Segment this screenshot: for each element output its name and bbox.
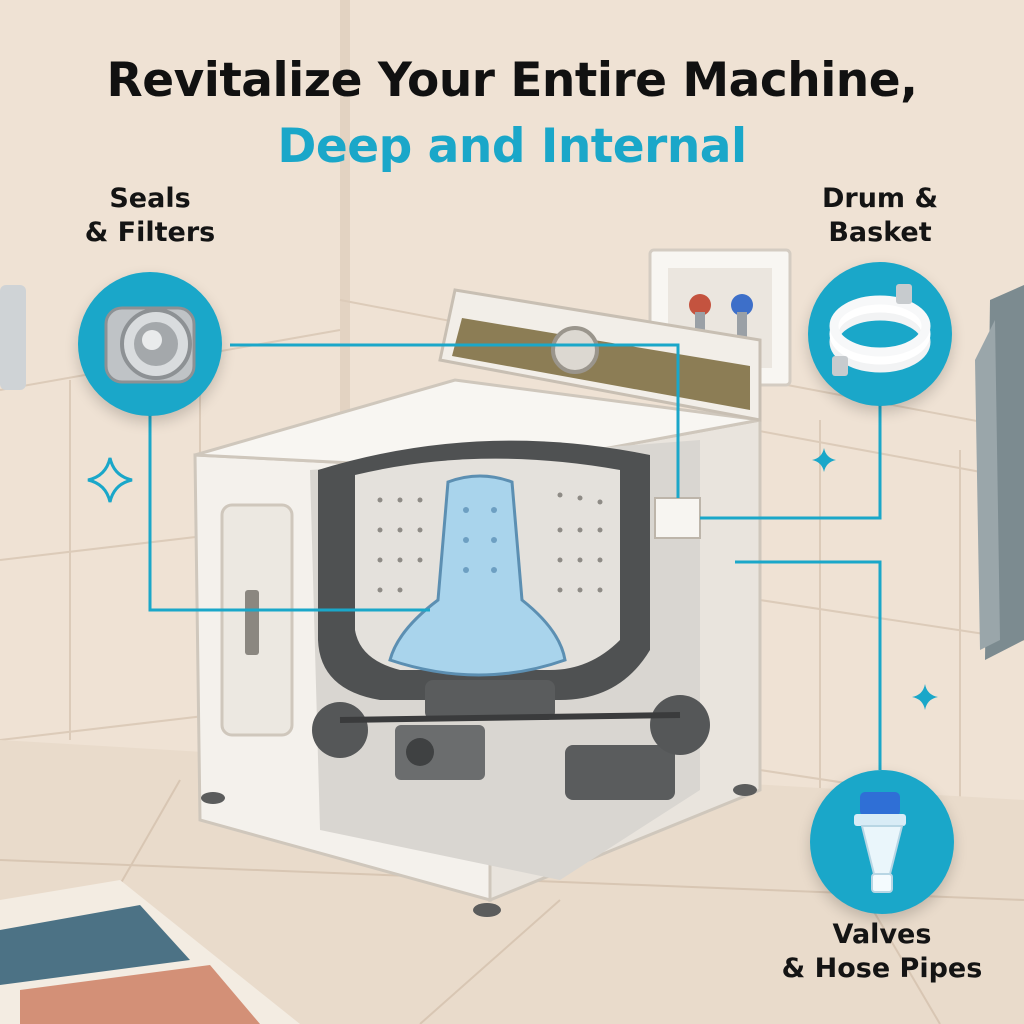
wall-corner (340, 0, 350, 740)
towel (975, 285, 1024, 660)
inline-filter-icon (854, 792, 906, 893)
basket (0, 285, 26, 390)
callout-circle-valves-hose (810, 770, 954, 914)
callout-label-drum-basket: Drum & Basket (821, 183, 939, 248)
headline-line1: Revitalize Your Entire Machine, (106, 53, 919, 108)
rug (0, 880, 300, 1024)
drum-seal-icon (104, 306, 196, 384)
callout-label-valves-hose: Valves & Hose Pipes (781, 919, 983, 984)
callout-circle-seals-filters (78, 272, 222, 416)
sparkle-icon (87, 457, 133, 503)
headline: Revitalize Your Entire Machine, Deep and… (0, 48, 1024, 180)
agitator-holes (463, 507, 497, 573)
sparkle-icon (912, 684, 938, 710)
sparkle-icon (812, 448, 836, 472)
connector-lines (148, 343, 882, 770)
washing-machine (193, 288, 762, 917)
headline-line2: Deep and Internal (277, 119, 747, 174)
callout-circle-drum-basket (808, 262, 952, 406)
coiled-hose-icon (829, 284, 931, 376)
callout-label-seals-filters: Seals & Filters (84, 183, 216, 248)
basket-perforations (377, 492, 603, 593)
